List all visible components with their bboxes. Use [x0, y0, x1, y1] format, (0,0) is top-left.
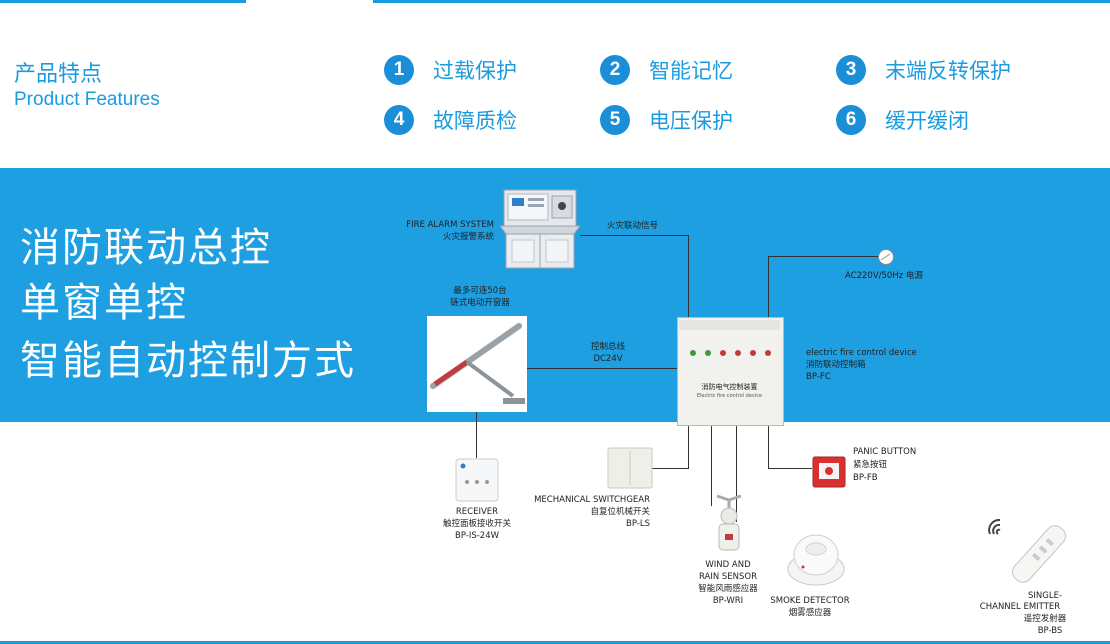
connector-line — [580, 235, 688, 236]
wind-rain-label-en-2: RAIN SENSOR — [698, 572, 758, 582]
wind-rain-model: BP-WRI — [712, 596, 744, 606]
control-panel-title: 消防电气控制装置 — [701, 383, 758, 391]
chain-window-opener-image — [427, 316, 527, 412]
bottom-divider — [0, 641, 1110, 644]
emitter-label-cn: 遥控发射器 — [1023, 614, 1067, 624]
wind-rain-sensor-image — [716, 494, 742, 551]
feature-number-badge: 4 — [384, 105, 414, 135]
fire-alarm-label-cn: 火灾报警系统 — [442, 232, 494, 242]
chain-opener-label-1: 最多可连50台 — [453, 286, 507, 296]
control-box-header — [679, 320, 780, 330]
receiver-panel-image — [455, 458, 499, 502]
wind-rain-label-en-1: WIND AND — [705, 560, 751, 570]
feature-label: 电压保护 — [649, 109, 733, 133]
feature-item: 6 缓开缓闭 — [836, 105, 969, 135]
receiver-model: BP-IS-24W — [454, 531, 500, 541]
feature-item: 3 末端反转保护 — [836, 55, 1011, 85]
features-title-cn: 产品特点 — [14, 62, 103, 87]
feature-item: 5 电压保护 — [600, 105, 733, 135]
feature-number-badge: 3 — [836, 55, 866, 85]
smoke-detector-image — [787, 534, 845, 586]
features-title-en: Product Features — [14, 89, 160, 110]
switchgear-model: BP-LS — [626, 519, 650, 529]
feature-number-badge: 5 — [600, 105, 630, 135]
connector-line — [768, 256, 769, 317]
mechanical-switch-image — [607, 447, 653, 489]
emitter-label-en-2: CHANNEL EMITTER — [979, 602, 1061, 612]
smoke-label-en: SMOKE DETECTOR — [770, 596, 850, 606]
indicator-led — [690, 350, 696, 356]
connector-line — [768, 424, 769, 469]
connector-line — [736, 424, 737, 522]
receiver-label-cn: 触控面板接收开关 — [442, 519, 511, 529]
fire-alarm-console-image — [499, 189, 581, 269]
smoke-label-cn: 烟雾感应器 — [788, 608, 832, 618]
chain-opener-label-2: 链式电动开窗器 — [450, 298, 510, 308]
switchgear-label-cn: 自复位机械开关 — [590, 507, 650, 517]
indicator-led — [765, 350, 771, 356]
indicator-led — [750, 350, 756, 356]
receiver-label-en: RECEIVER — [455, 507, 499, 517]
feature-label: 智能记忆 — [649, 59, 733, 83]
bus-label-2: DC24V — [593, 354, 623, 364]
connector-line — [768, 256, 878, 257]
controller-model: BP-FC — [806, 372, 831, 382]
control-panel-subtitle: Electric fire control device — [696, 393, 763, 399]
connector-line — [652, 468, 689, 469]
panic-label-en: PANIC BUTTON — [853, 447, 917, 457]
feature-label: 缓开缓闭 — [885, 109, 969, 133]
remote-emitter-image — [1012, 525, 1066, 583]
indicator-led — [735, 350, 741, 356]
panic-button-image — [812, 456, 846, 488]
connector-line — [527, 368, 677, 369]
connector-line — [711, 424, 712, 506]
controller-label-cn: 消防联动控制箱 — [806, 360, 866, 370]
power-label: AC220V/50Hz 电源 — [845, 271, 923, 281]
feature-number-badge: 6 — [836, 105, 866, 135]
indicator-led — [705, 350, 711, 356]
control-box — [677, 317, 784, 426]
power-source-icon — [878, 249, 894, 265]
headline-line-1: 消防联动总控 — [20, 225, 272, 271]
headline-line-3: 智能自动控制方式 — [20, 338, 356, 384]
panic-model: BP-FB — [853, 473, 878, 483]
connector-line — [476, 412, 477, 458]
top-divider-right — [373, 0, 1110, 3]
emitter-label-en-1: SINGLE- — [1027, 591, 1063, 601]
feature-item: 2 智能记忆 — [600, 55, 733, 85]
wind-rain-label-cn: 智能风雨感应器 — [698, 584, 758, 594]
feature-item: 1 过载保护 — [384, 55, 517, 85]
connector-line — [768, 468, 812, 469]
connector-line — [688, 424, 689, 469]
headline-line-2: 单窗单控 — [20, 280, 188, 326]
top-divider-left — [0, 0, 246, 3]
emitter-model: BP-BS — [1037, 626, 1063, 636]
panic-label-cn: 紧急按钮 — [853, 460, 888, 470]
switchgear-label-en: MECHANICAL SWITCHGEAR — [534, 495, 650, 505]
fire-signal-label: 火灾联动信号 — [607, 221, 659, 231]
controller-label-en: electric fire control device — [806, 348, 917, 358]
wireless-signal-icon — [988, 518, 1001, 535]
feature-label: 过载保护 — [433, 59, 517, 83]
fire-alarm-label-en: FIRE ALARM SYSTEM — [406, 220, 494, 230]
bus-label-1: 控制总线 — [590, 342, 625, 352]
feature-label: 末端反转保护 — [885, 59, 1011, 83]
feature-label: 故障质检 — [433, 109, 517, 133]
indicator-led — [720, 350, 726, 356]
feature-item: 4 故障质检 — [384, 105, 517, 135]
feature-number-badge: 2 — [600, 55, 630, 85]
feature-number-badge: 1 — [384, 55, 414, 85]
connector-line — [688, 235, 689, 317]
